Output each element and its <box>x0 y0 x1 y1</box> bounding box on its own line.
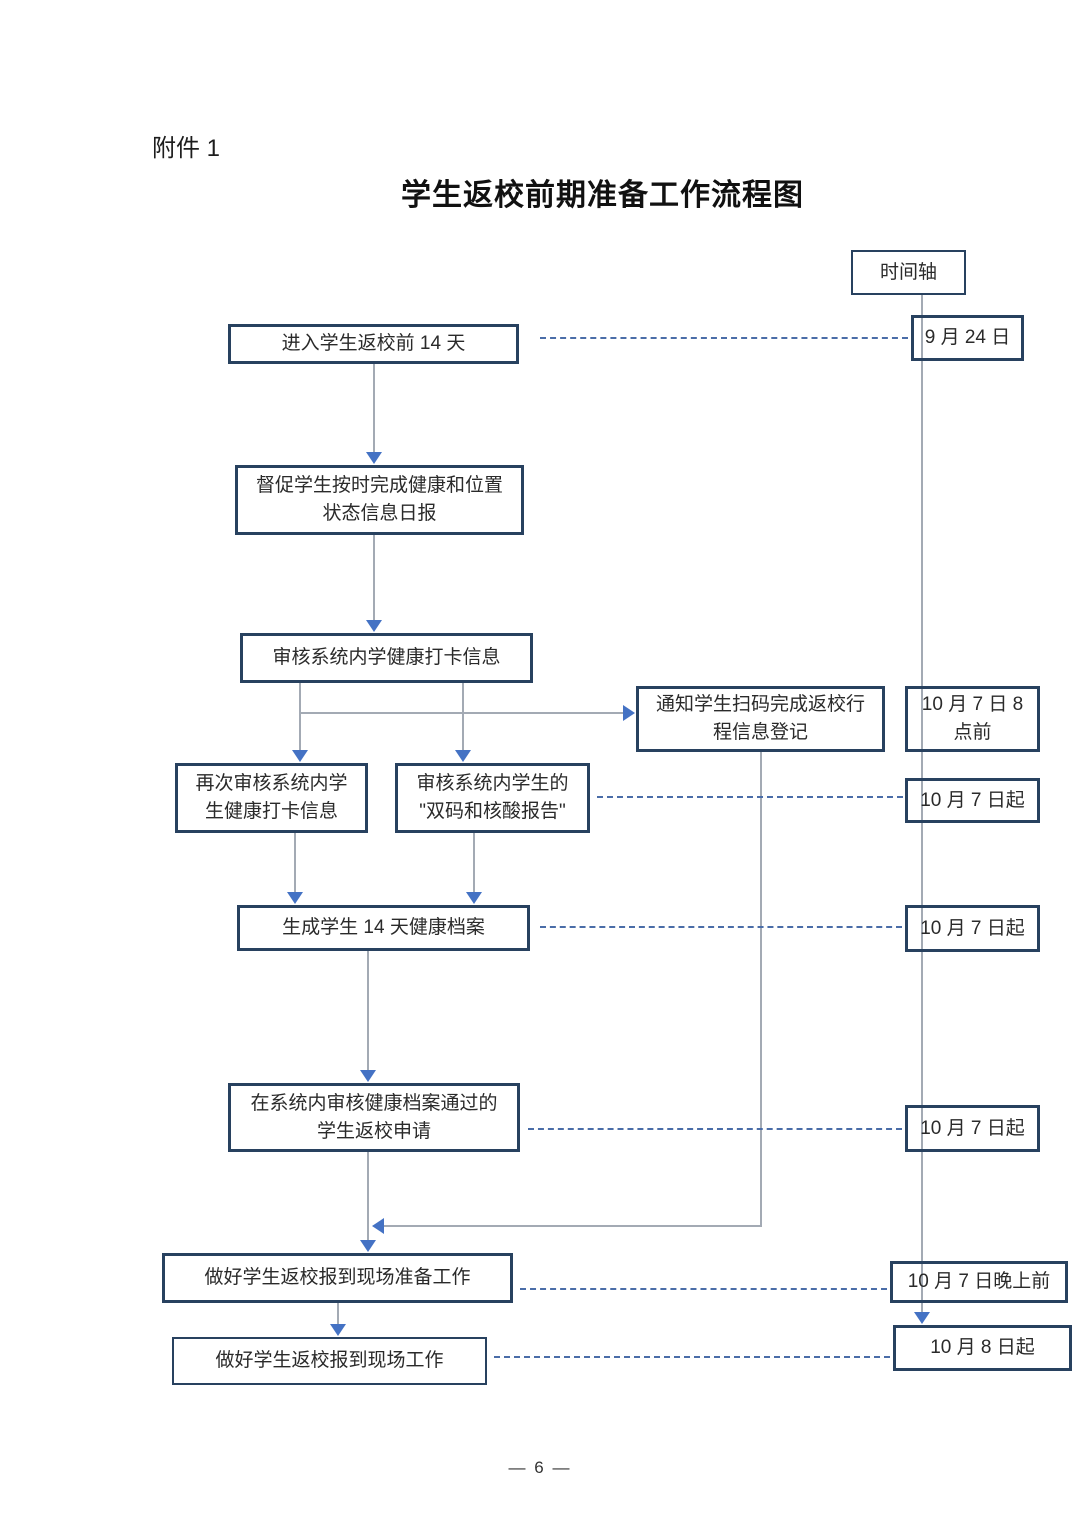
arrow-down-icon <box>466 892 482 904</box>
flow-node-prepare-onsite-work: 做好学生返校报到现场准备工作 <box>162 1253 513 1303</box>
arrow-down-icon <box>360 1070 376 1082</box>
page-number: — 6 — <box>508 1458 572 1477</box>
flow-node-recheck-checkin-info: 再次审核系统内学 生健康打卡信息 <box>175 763 368 833</box>
timeline-axis-line <box>921 295 923 1313</box>
connector-line <box>462 683 464 751</box>
connector-line <box>384 1225 761 1227</box>
timeline-header: 时间轴 <box>851 250 966 295</box>
timeline-arrow-down-icon <box>914 1312 930 1324</box>
connector-line <box>760 752 762 1227</box>
flow-node-enter-before-14-days: 进入学生返校前 14 天 <box>228 324 519 364</box>
flow-node-review-return-application: 在系统内审核健康档案通过的 学生返校申请 <box>228 1083 520 1152</box>
arrow-right-icon <box>623 705 635 721</box>
arrow-down-icon <box>360 1240 376 1252</box>
flow-node-daily-health-report: 督促学生按时完成健康和位置 状态信息日报 <box>235 465 524 535</box>
connector-line <box>373 363 375 453</box>
connector-line <box>299 683 301 751</box>
flow-node-review-checkin-info: 审核系统内学健康打卡信息 <box>240 633 533 683</box>
timeline-date-oct7-8am: 10 月 7 日 8 点前 <box>905 686 1040 752</box>
connector-line <box>367 1152 369 1241</box>
arrow-down-icon <box>455 750 471 762</box>
connector-line <box>337 1303 339 1325</box>
connector-line <box>367 951 369 1071</box>
connector-line <box>294 833 296 893</box>
flow-node-generate-health-archive: 生成学生 14 天健康档案 <box>237 905 530 951</box>
arrow-down-icon <box>287 892 303 904</box>
timeline-date-oct8-from: 10 月 8 日起 <box>893 1325 1072 1371</box>
timeline-date-sep24: 9 月 24 日 <box>911 315 1024 361</box>
dashed-link-line <box>597 796 903 798</box>
dashed-link-line <box>540 337 908 339</box>
arrow-down-icon <box>330 1324 346 1336</box>
attachment-label: 附件 1 <box>152 135 221 162</box>
arrow-down-icon <box>292 750 308 762</box>
timeline-date-oct7-from-1: 10 月 7 日起 <box>905 778 1040 823</box>
connector-line <box>373 535 375 621</box>
dashed-link-line <box>494 1356 890 1358</box>
timeline-date-oct7-from-2: 10 月 7 日起 <box>905 905 1040 952</box>
flow-node-notify-scan-register: 通知学生扫码完成返校行 程信息登记 <box>636 686 885 752</box>
connector-line <box>300 712 623 714</box>
arrow-down-icon <box>366 620 382 632</box>
dashed-link-line <box>540 926 902 928</box>
arrow-left-icon <box>372 1218 384 1234</box>
connector-line <box>473 833 475 893</box>
flow-node-review-codes-report: 审核系统内学生的 "双码和核酸报告" <box>395 763 590 833</box>
flow-node-onsite-work: 做好学生返校报到现场工作 <box>172 1337 487 1385</box>
timeline-date-oct7-night: 10 月 7 日晚上前 <box>890 1261 1068 1303</box>
dashed-link-line <box>520 1288 887 1290</box>
timeline-date-oct7-from-3: 10 月 7 日起 <box>905 1105 1040 1152</box>
page-title: 学生返校前期准备工作流程图 <box>401 179 804 212</box>
dashed-link-line <box>528 1128 902 1130</box>
arrow-down-icon <box>366 452 382 464</box>
